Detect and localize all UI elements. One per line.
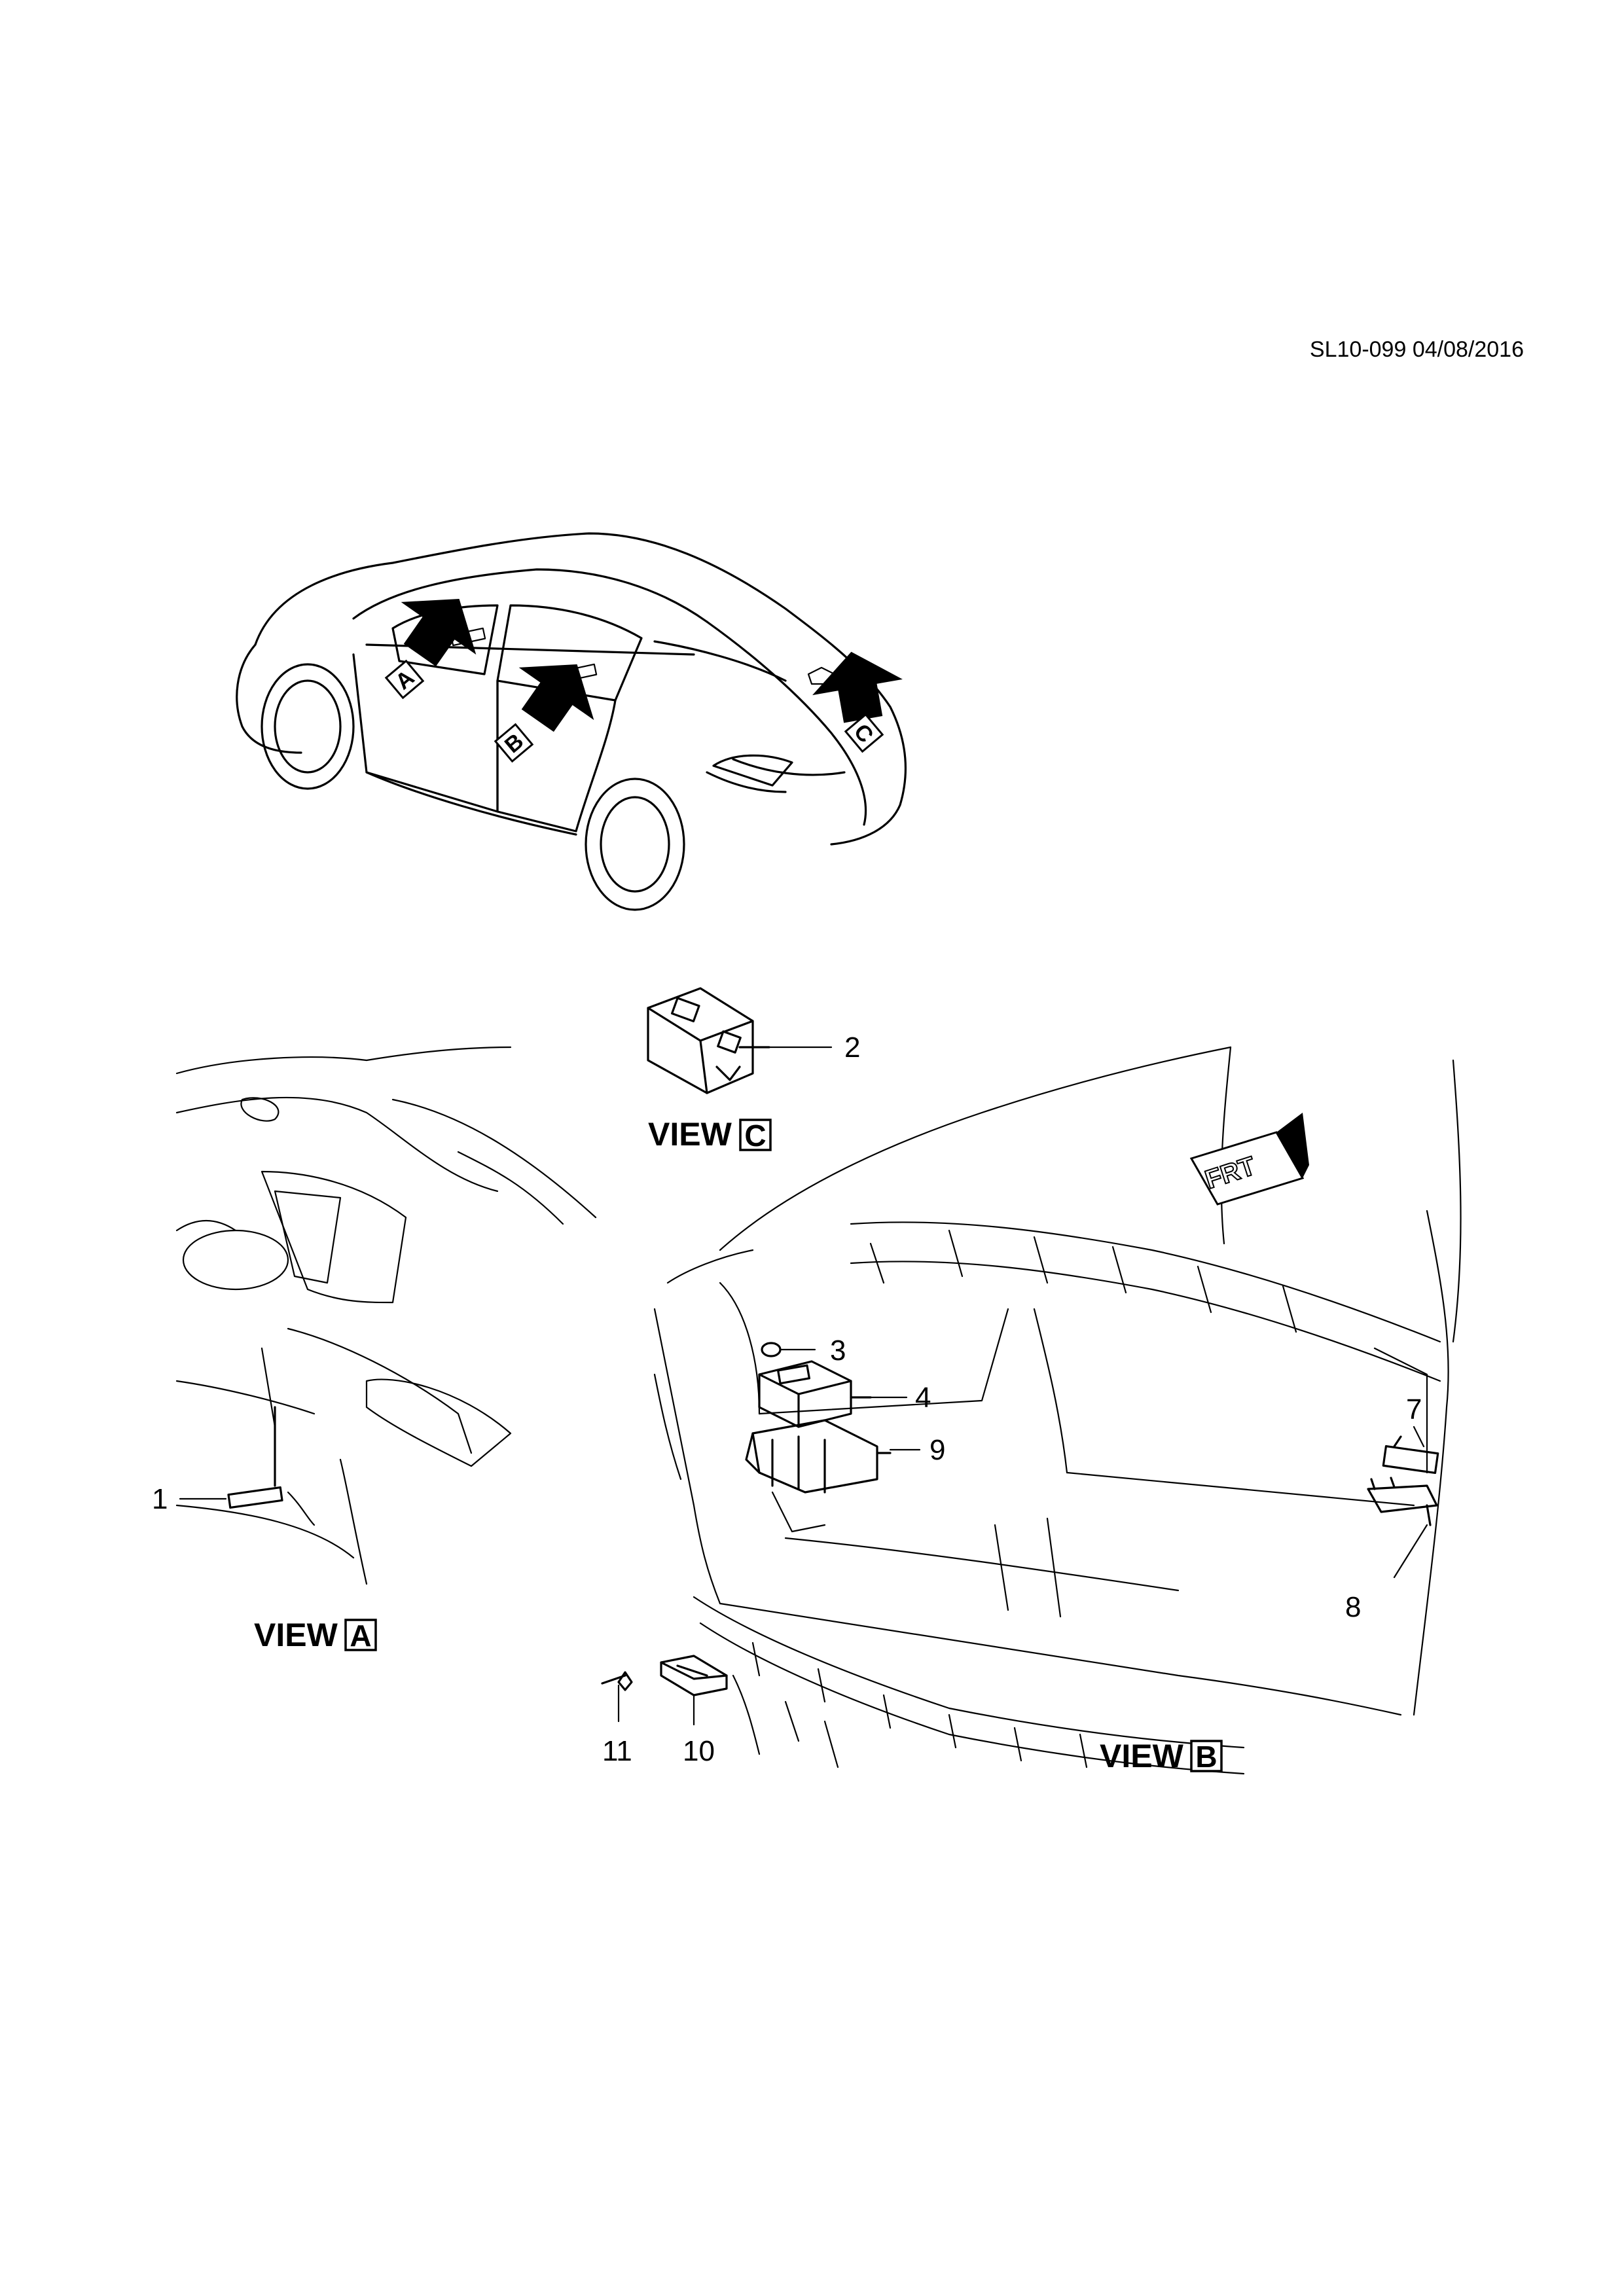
view-b-body: [653, 1046, 1462, 1775]
view-b-label: VIEW B: [1100, 1738, 1223, 1774]
arrow-c: C: [812, 651, 903, 753]
callout-4: 4: [915, 1382, 931, 1414]
callout-2: 2: [844, 1031, 860, 1064]
callout-3: 3: [830, 1335, 846, 1367]
view-a-interior: [175, 1046, 597, 1585]
view-b-word: VIEW: [1100, 1738, 1184, 1774]
part-3: [761, 1342, 782, 1357]
view-c-letter: C: [744, 1119, 766, 1153]
callout-9: 9: [929, 1434, 945, 1466]
frt-orientation-marker: FRT: [1189, 1113, 1309, 1206]
part-7: [1382, 1435, 1439, 1475]
callout-8: 8: [1345, 1591, 1361, 1623]
view-b-letter: B: [1195, 1740, 1217, 1774]
view-a-label: VIEW A: [254, 1617, 377, 1653]
view-a-letter: A: [350, 1619, 371, 1653]
view-c-component: [647, 987, 770, 1094]
overview-arrows: A B C: [384, 598, 903, 763]
view-c-word: VIEW: [648, 1116, 732, 1153]
view-a-word: VIEW: [254, 1617, 338, 1653]
overview-car: [236, 532, 907, 911]
callout-11: 11: [602, 1735, 632, 1767]
document-reference: SL10-099 04/08/2016: [1310, 337, 1524, 362]
callout-7: 7: [1406, 1393, 1422, 1426]
callout-1: 1: [152, 1483, 168, 1515]
part-9: [745, 1419, 892, 1494]
part-8: [1367, 1477, 1438, 1526]
part-11: [601, 1671, 633, 1691]
part-4: [758, 1360, 872, 1428]
part-1: [227, 1406, 283, 1509]
part-10: [660, 1655, 728, 1696]
view-c-label: VIEW C: [648, 1116, 772, 1153]
arrow-b: B: [494, 664, 594, 763]
callout-10: 10: [683, 1735, 715, 1767]
arrow-a: A: [384, 598, 477, 700]
overview-components: [450, 627, 836, 685]
